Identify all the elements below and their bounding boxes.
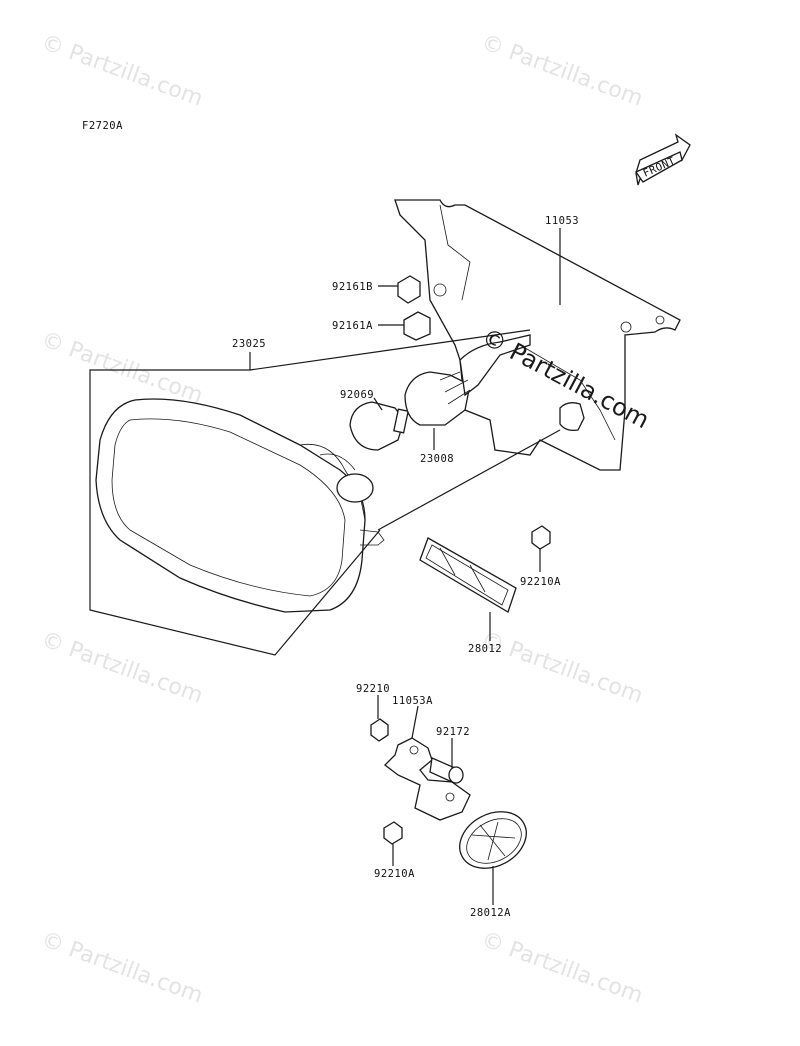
- callout-92210A-lower: 92210A: [374, 868, 415, 880]
- watermark-text: © Partzilla.com: [38, 927, 206, 1009]
- figure-code: F2720A: [82, 120, 123, 132]
- bracket-11053A: [384, 737, 471, 821]
- callout-92210: 92210: [356, 683, 390, 695]
- clip-92161B: [397, 275, 421, 304]
- nut-92210A-lower: [383, 821, 403, 845]
- nut-92210A-upper: [531, 525, 551, 550]
- callout-28012: 28012: [468, 643, 502, 655]
- callout-11053A: 11053A: [392, 695, 433, 707]
- clip-92161A: [403, 311, 431, 341]
- taillight-housing-23025: [95, 398, 385, 613]
- callout-labels: 11053 92161B 92161A 23025 92069 23008 92…: [232, 215, 579, 919]
- watermark-text: © Partzilla.com: [478, 927, 646, 1009]
- callout-92161B: 92161B: [332, 281, 373, 293]
- bulb-92069: [349, 401, 409, 451]
- socket-23008: [404, 334, 531, 426]
- callout-28012A: 28012A: [470, 907, 511, 919]
- round-reflector-28012A: [459, 811, 527, 869]
- leader-lines: [89, 228, 561, 905]
- reflector-28012: [419, 537, 517, 613]
- watermark-text: © Partzilla.com: [38, 30, 206, 112]
- watermark-text: © Partzilla.com: [478, 627, 646, 709]
- callout-23008: 23008: [420, 453, 454, 465]
- watermark-text: © Partzilla.com: [38, 327, 206, 409]
- callout-92210A-upper: 92210A: [520, 576, 561, 588]
- callout-92161A: 92161A: [332, 320, 373, 332]
- callout-23025: 23025: [232, 338, 266, 350]
- bolt-92172: [429, 757, 464, 784]
- watermark-text: © Partzilla.com: [38, 627, 206, 709]
- callout-92069: 92069: [340, 389, 374, 401]
- watermark-text: © Partzilla.com: [478, 30, 646, 112]
- front-arrow-icon: FRONT: [635, 133, 691, 186]
- nut-92210: [370, 718, 389, 742]
- callout-92172: 92172: [436, 726, 470, 738]
- callout-11053: 11053: [545, 215, 579, 227]
- harness-wire: [377, 402, 585, 531]
